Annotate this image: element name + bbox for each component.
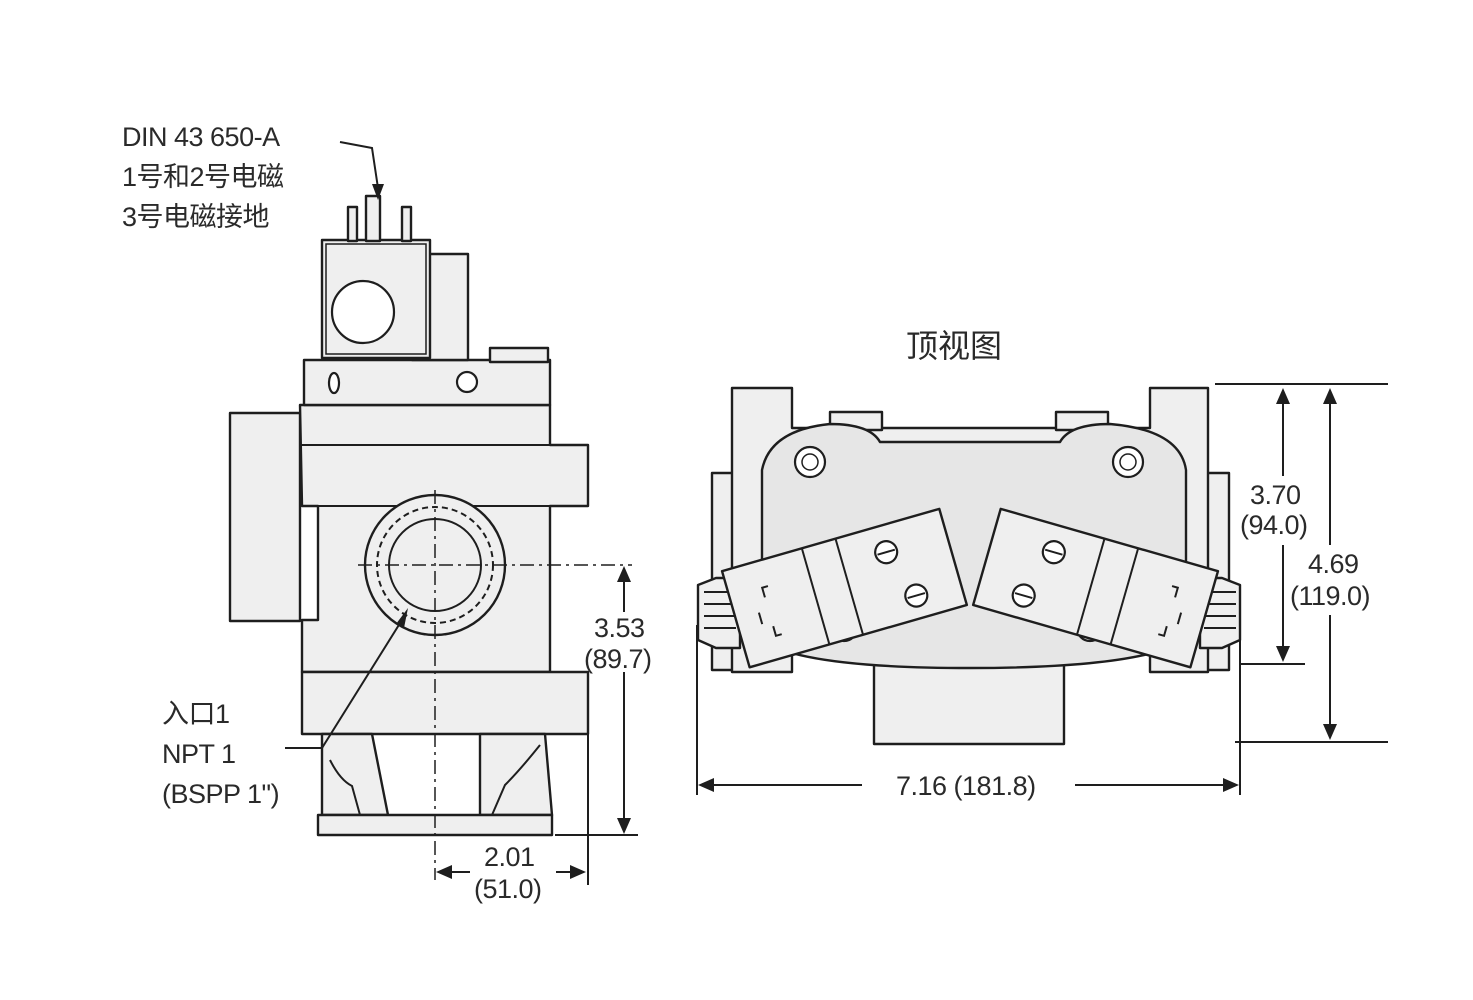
dim-height-inch: 3.53 (594, 613, 645, 643)
connector-screw (330, 279, 396, 345)
dimension-height-front (555, 566, 638, 836)
dimension-length-top (696, 625, 1241, 795)
solenoid-right (971, 507, 1220, 669)
dimension-depth-top (1215, 383, 1388, 743)
dim-depth-outer-mm: (119.0) (1290, 581, 1370, 611)
dim-depth-outer-inch: 4.69 (1308, 549, 1359, 579)
pin-ground (364, 194, 382, 243)
dim-height-mm: (89.7) (584, 644, 652, 674)
pin-1 (346, 205, 359, 243)
connector-note-line-1: DIN 43 650-A (122, 122, 280, 152)
front-view (228, 194, 632, 880)
inlet-leader (285, 619, 403, 749)
connector-note-line-3: 3号电磁接地 (122, 202, 270, 232)
top-view-title: 顶视图 (906, 327, 1002, 365)
dim-depth-inner-mm: (94.0) (1240, 510, 1308, 540)
dim-depth-inner-inch: 3.70 (1250, 480, 1301, 510)
inlet-note-line-3: (BSPP 1") (162, 779, 279, 809)
top-cap (302, 358, 552, 407)
leg-left (320, 732, 390, 817)
inlet-note-line-1: 入口1 (162, 699, 230, 729)
dim-length: 7.16 (181.8) (896, 771, 1036, 801)
solenoid-left (720, 507, 969, 669)
dim-width-mm: (51.0) (474, 874, 542, 904)
dimension-width-front (436, 734, 589, 885)
lower-flange (300, 670, 590, 736)
inlet-note-line-2: NPT 1 (162, 739, 236, 769)
pin-2 (400, 205, 413, 243)
connector-note-line-2: 1号和2号电磁 (122, 162, 284, 192)
dim-width-inch: 2.01 (484, 842, 535, 872)
connector-leader (339, 141, 379, 189)
side-boss (228, 411, 302, 623)
